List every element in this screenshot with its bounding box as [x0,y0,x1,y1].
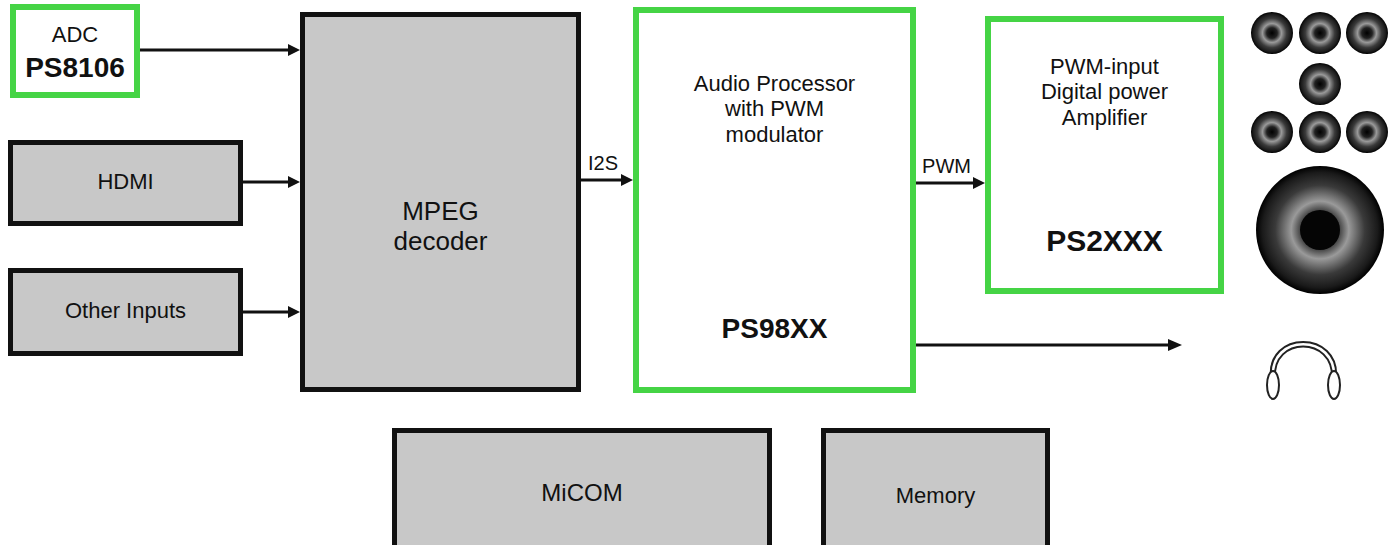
part-number: PS98XX [643,313,906,345]
input-box: Other Inputs [8,268,243,356]
signal-arrow [916,177,985,189]
adc-box: ADC PS8106 [10,4,140,98]
box-label: ADC [20,22,130,47]
signal-name: I2S [586,152,620,174]
box-label: HDMI [17,169,234,194]
part-number: PS8106 [20,52,130,84]
box-label: MPEG decoder [356,197,526,257]
woofer-speaker [1256,166,1384,294]
amplifier-box: PWM-input Digital power AmplifierPS2XXX [985,16,1224,294]
signal-arrow [140,44,300,56]
signal-arrow [243,306,300,318]
signal-arrow [243,176,300,188]
headphone-arrow [915,339,1182,351]
box-label: Audio Processor with PWM modulator [680,71,870,147]
box-label: Other Inputs [17,298,234,323]
decoder-box: MPEG decoder [300,12,581,392]
micom-box: MiCOM [392,428,772,545]
processor-box: Audio Processor with PWM modulatorPS98XX [633,7,916,393]
box-label: MiCOM [401,479,763,507]
signal-name: PWM [920,155,973,177]
part-number: PS2XXX [995,224,1214,259]
signal-arrow [581,174,633,186]
small-speakers [1251,12,1388,153]
headphones [1267,342,1340,399]
box-label: PWM-input Digital power Amplifier [1025,54,1185,130]
input-box: HDMI [8,140,243,226]
box-label: Memory [830,483,1041,508]
memory-box: Memory [821,428,1050,545]
